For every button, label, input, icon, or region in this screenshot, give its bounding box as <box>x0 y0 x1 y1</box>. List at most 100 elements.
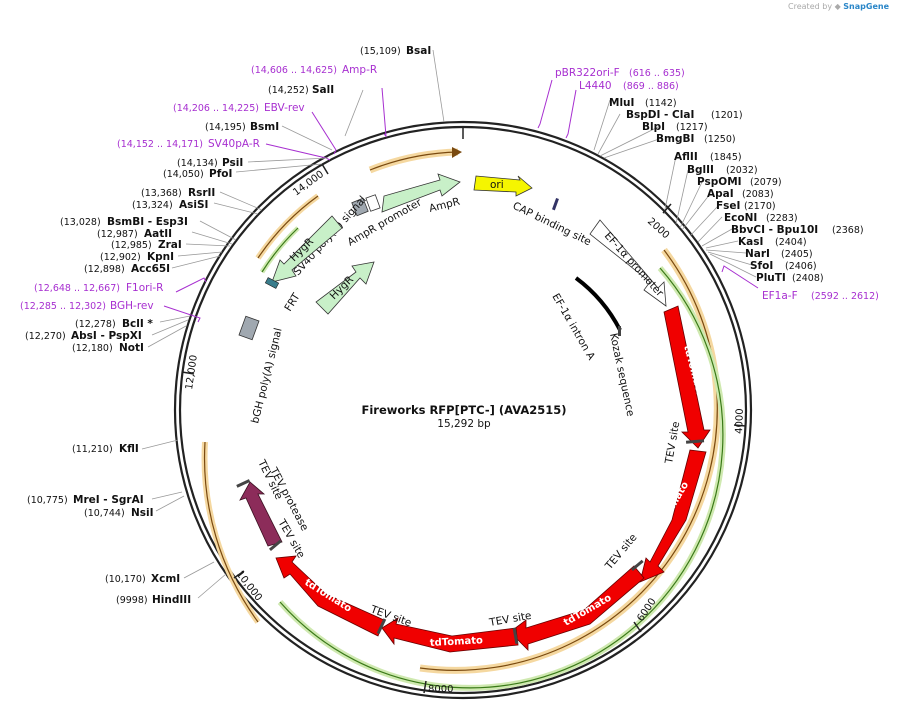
kozak-label: Kozak sequence <box>607 332 636 417</box>
plasmid-size: 15,292 bp <box>437 418 491 430</box>
snapgene-logo-icon: ◆ <box>834 2 841 11</box>
site-connectors <box>141 49 757 599</box>
site-name-blpi: BlpI <box>642 121 665 133</box>
site-pos-asisi: (13,324) <box>132 200 173 211</box>
tev-protease <box>239 481 283 547</box>
tick-label-2000: 2000 <box>645 216 671 241</box>
site-name-acc65i: Acc65I <box>131 263 170 275</box>
site-name-pluti: PluTI <box>756 272 786 284</box>
primer-marker-amp-r <box>381 87 387 138</box>
site-pos-mlui: (1142) <box>645 98 677 109</box>
site-name-sali: SalI <box>312 84 334 96</box>
site-name-rsrii: RsrII <box>188 187 215 199</box>
primer-name-l4440: L4440 <box>579 80 612 92</box>
primer-marker-pbr322ori-f <box>537 79 553 129</box>
site-pos-xcmi: (10,170) <box>105 574 146 585</box>
primer-name-f1ori-r: F1ori-R <box>126 282 163 294</box>
tev-site-marker-5 <box>268 539 282 552</box>
tdtomato-4-label: tdTomato <box>430 635 484 649</box>
primer-pos-ebv-rev: (14,206 .. 14,225) <box>173 103 259 114</box>
site-name-apai: ApaI <box>707 188 734 200</box>
tdtomato-5 <box>275 555 385 637</box>
site-name-aatii: AatII <box>144 228 172 240</box>
sv40-polya-box <box>351 197 369 217</box>
primer-pos-l4440: (869 .. 886) <box>623 81 679 92</box>
cap-binding-site-label: CAP binding site <box>511 200 593 248</box>
site-pos-pspomi: (2079) <box>750 177 782 188</box>
site-pos-blpi: (1217) <box>676 122 708 133</box>
tev-site-marker-4 <box>376 618 387 635</box>
orange-feature-arc-left-core <box>203 441 259 623</box>
site-name-kpni: KpnI <box>147 251 174 263</box>
credit-prefix: Created by <box>788 2 833 11</box>
primer-name-pbr322ori-f: pBR322ori-F <box>555 67 620 79</box>
site-pos-sali: (14,252) <box>268 85 309 96</box>
plasmid-name: Fireworks RFP[PTC-] (AVA2515) <box>361 403 566 417</box>
primer-name-ef1a-f: EF1a-F <box>762 290 798 302</box>
right-site-labels: MluI (1142) BspDI - ClaI (1201) BlpI (12… <box>609 97 864 284</box>
orange-feature-arc-upper-left-core <box>257 195 319 259</box>
tick-label-12000: 12,000 <box>184 354 200 390</box>
primer-pos-bgh-rev: (12,285 .. 12,302) <box>20 301 106 312</box>
kozak-marker <box>618 326 621 336</box>
site-pos-bcli: (12,278) <box>75 319 116 330</box>
tev-site-label-1: TEV site <box>663 421 682 466</box>
frt-label: FRT <box>282 291 303 314</box>
ori-label: ori <box>490 179 504 191</box>
primer-name-sv40pa-r: SV40pA-R <box>208 138 260 150</box>
tick-label-8000: 8000 <box>428 684 453 695</box>
site-pos-bsmi: (14,195) <box>205 122 246 133</box>
hygr-arrow-1 <box>271 215 343 283</box>
site-name-absi: AbsI - PspXI <box>71 330 142 342</box>
primer-pos-ef1a-f: (2592 .. 2612) <box>811 291 879 302</box>
site-pos-bmgbi: (1250) <box>704 134 736 145</box>
site-pos-bspdi: (1201) <box>711 110 743 121</box>
site-name-mrei: MreI - SgrAI <box>73 494 144 506</box>
site-name-bmgbi: BmgBI <box>656 133 694 145</box>
bgh-polya-label: bGH poly(A) signal <box>249 327 284 425</box>
frt-box <box>264 277 280 289</box>
primer-pos-sv40pa-r: (14,152 .. 14,171) <box>117 139 203 150</box>
primer-pos-f1ori-r: (12,648 .. 12,667) <box>34 283 120 294</box>
tev-site-marker-2 <box>630 559 644 572</box>
site-pos-sfoi: (2406) <box>785 261 817 272</box>
site-name-noti: NotI <box>119 342 144 354</box>
site-name-kfli: KflI <box>119 443 139 455</box>
site-pos-bsmbi: (13,028) <box>60 217 101 228</box>
tev-site-marker-6 <box>236 479 251 488</box>
site-pos-bbvci: (2368) <box>832 225 864 236</box>
site-pos-mrei: (10,775) <box>27 495 68 506</box>
site-name-bsmi: BsmI <box>250 121 279 133</box>
orange-feature-arc-right-core <box>419 249 718 671</box>
site-pos-bsai: (15,109) <box>360 46 401 57</box>
site-pos-kpni: (12,902) <box>100 252 141 263</box>
ampr-promoter-box <box>365 194 381 212</box>
site-pos-acc65i: (12,898) <box>84 264 125 275</box>
site-name-bglii: BglII <box>687 164 714 176</box>
site-pos-kasi: (2404) <box>775 237 807 248</box>
site-pos-apai: (2083) <box>742 189 774 200</box>
tev-site-marker-1 <box>685 439 705 444</box>
site-pos-rsrii: (13,368) <box>141 188 182 199</box>
site-pos-pluti: (2408) <box>792 273 824 284</box>
site-pos-psii: (14,134) <box>177 158 218 169</box>
orange-feature-arc-top-core <box>369 151 459 171</box>
primer-marker-ebv-rev <box>311 111 337 155</box>
tick-marks <box>181 127 747 694</box>
site-pos-aatii: (12,987) <box>97 229 138 240</box>
site-pos-zrai: (12,985) <box>111 240 152 251</box>
site-name-zrai: ZraI <box>158 239 182 251</box>
primer-marker-l4440 <box>565 89 577 139</box>
site-name-hindiii: HindIII <box>152 594 191 606</box>
site-name-mlui: MluI <box>609 97 634 109</box>
ampr-label: AmpR <box>428 196 461 215</box>
primer-name-ebv-rev: EBV-rev <box>264 102 305 114</box>
ef1a-promoter-label: EF-1α promoter <box>602 230 666 300</box>
site-pos-aflii: (1845) <box>710 152 742 163</box>
site-name-bbvci: BbvCI - Bpu10I <box>731 224 818 236</box>
site-name-pfoi: PfoI <box>209 168 232 180</box>
site-pos-noti: (12,180) <box>72 343 113 354</box>
left-site-labels: (15,109) BsaI (14,252) SalI (14,195) Bsm… <box>25 45 431 606</box>
primer-pos-pbr322ori-f: (616 .. 635) <box>629 68 685 79</box>
